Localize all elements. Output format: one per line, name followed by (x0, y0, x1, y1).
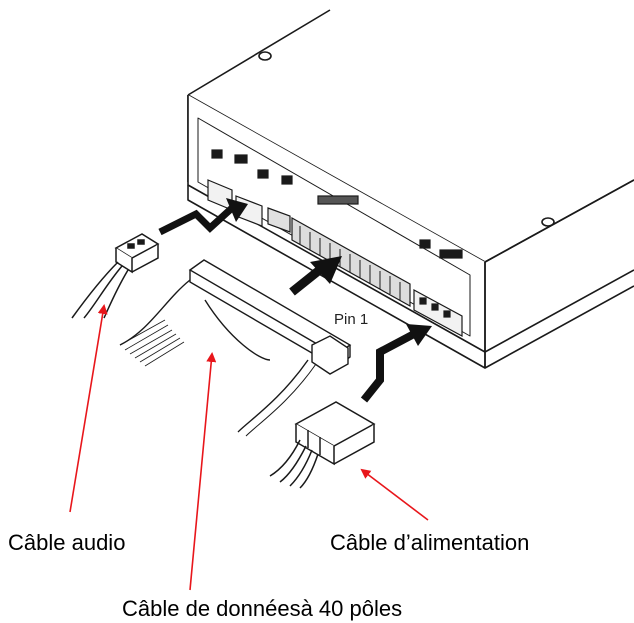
screw-icon (258, 51, 272, 61)
power-connect-arrow (360, 330, 416, 403)
pin1-label: Pin 1 (334, 311, 369, 328)
drive-connectors (207, 149, 463, 338)
screw-icon (541, 217, 555, 227)
audio-pointer-arrow (69, 304, 108, 513)
audio-connect-arrow (158, 205, 235, 236)
ribbon-cable (119, 259, 352, 437)
audio-cable (71, 233, 160, 319)
audio-cable-label: Câble audio (8, 530, 126, 555)
data-cable-label: Câble de donnéesà 40 pôles (122, 596, 403, 621)
data-pointer-arrow (189, 352, 217, 591)
ribbon-connect-arrow (289, 264, 325, 296)
power-cable (269, 401, 376, 489)
power-pointer-arrow (360, 468, 429, 521)
power-cable-label: Câble d’alimentation (330, 530, 530, 555)
cd-drive (187, 9, 634, 369)
